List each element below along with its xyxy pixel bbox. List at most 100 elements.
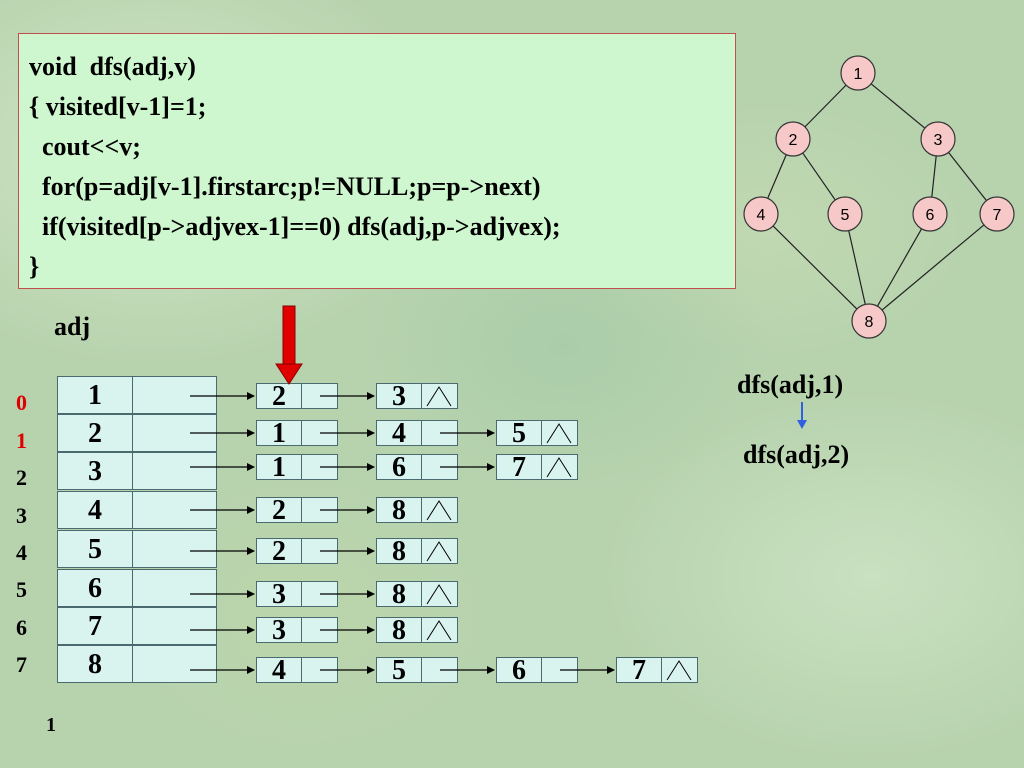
graph-node: 6 (912, 196, 948, 232)
node-next (421, 582, 459, 606)
graph-edge (870, 83, 926, 129)
node-adjvex: 8 (392, 495, 406, 526)
graph-node-circle (979, 196, 1015, 232)
vertex-row: 2 (57, 414, 217, 452)
vertex-cell: 8 (57, 645, 133, 683)
list-node: 6 (376, 452, 459, 483)
graph-node-label: 5 (841, 207, 850, 224)
node-adjvex: 3 (272, 615, 286, 646)
firstarc-cell (133, 376, 217, 414)
node-adjvex: 4 (392, 418, 406, 449)
node-next (421, 421, 459, 445)
firstarc-cell (133, 645, 217, 683)
call-dfs-1: dfs(adj,1) (737, 370, 844, 399)
graph-edge (848, 230, 866, 305)
node-next (421, 539, 459, 563)
red-pointer-arrow (275, 305, 303, 385)
graph-node: 5 (827, 196, 863, 232)
node-next (301, 384, 339, 408)
node-next (301, 582, 339, 606)
adj-label: adj (54, 312, 91, 341)
vertex-row: 3 (57, 452, 217, 490)
vertex-row: 5 (57, 530, 217, 568)
node-next (541, 658, 579, 682)
node-adjvex: 3 (272, 579, 286, 610)
index-label: 5 (16, 577, 27, 602)
node-next (301, 455, 339, 479)
node-next (541, 421, 579, 445)
graph-node: 8 (851, 303, 887, 339)
graph-edge (804, 84, 847, 128)
node-adjvex: 3 (392, 381, 406, 412)
graph-node-circle (827, 196, 863, 232)
graph-edge (802, 152, 836, 201)
code-line: } (29, 252, 40, 281)
list-node: 3 (256, 579, 339, 610)
call-arrowhead-icon (797, 420, 807, 429)
graph-node-circle (775, 121, 811, 157)
graph-node-circle (840, 55, 876, 91)
node-next (421, 384, 459, 408)
node-next (421, 498, 459, 522)
node-next (301, 498, 339, 522)
bottom-label: 1 (46, 714, 56, 736)
code-line: for(p=adj[v-1].firstarc;p!=NULL;p=p->nex… (29, 172, 541, 201)
graph-node-label: 2 (789, 132, 798, 149)
graph-node: 2 (775, 121, 811, 157)
vertex-row: 7 (57, 607, 217, 645)
index-label: 1 (16, 428, 27, 453)
firstarc-cell (133, 530, 217, 568)
vertex-row: 4 (57, 491, 217, 529)
firstarc-cell (133, 414, 217, 452)
node-adjvex: 6 (392, 452, 406, 483)
graph-edge (876, 228, 923, 307)
index-label: 6 (16, 615, 27, 640)
vertex-cell: 3 (57, 452, 133, 490)
graph-node-circle (851, 303, 887, 339)
code-line: if(visited[p->adjvex-1]==0) dfs(adj,p->a… (29, 212, 561, 241)
graph-node: 4 (743, 196, 779, 232)
code-line: void dfs(adj,v) (29, 52, 196, 81)
code-line: cout<<v; (29, 132, 141, 161)
index-label: 7 (16, 652, 27, 677)
vertex-cell: 1 (57, 376, 133, 414)
graph-node-label: 6 (926, 207, 935, 224)
node-next (421, 455, 459, 479)
list-node: 2 (256, 382, 339, 412)
node-adjvex: 2 (272, 536, 286, 567)
graph-edge (948, 151, 987, 202)
list-node: 1 (256, 452, 339, 483)
list-node: 3 (376, 381, 459, 412)
node-adjvex: 8 (392, 536, 406, 567)
firstarc-cell (133, 569, 217, 607)
node-adjvex: 1 (272, 418, 286, 449)
graph-node-circle (743, 196, 779, 232)
node-adjvex: 1 (272, 452, 286, 483)
index-label: 4 (16, 540, 27, 565)
list-node: 3 (256, 615, 338, 646)
node-next (421, 658, 459, 682)
graph-node-label: 1 (854, 66, 863, 83)
graph-node-label: 7 (993, 207, 1002, 224)
list-node: 2 (256, 536, 339, 567)
code-line: { visited[v-1]=1; (29, 92, 207, 121)
node-adjvex: 7 (512, 452, 526, 483)
list-node: 6 (496, 656, 579, 686)
call-dfs-2: dfs(adj,2) (743, 440, 850, 469)
list-node: 8 (376, 495, 459, 526)
node-next (661, 658, 699, 682)
node-adjvex: 5 (392, 655, 406, 686)
vertex-cell: 6 (57, 569, 133, 607)
index-label: 0 (16, 390, 27, 415)
list-node: 2 (256, 496, 339, 526)
list-node: 7 (496, 452, 578, 483)
list-node: 5 (496, 419, 579, 449)
node-next (301, 539, 339, 563)
node-adjvex: 8 (392, 579, 406, 610)
graph-edge (772, 225, 858, 310)
list-node: 8 (376, 579, 459, 610)
node-adjvex: 8 (392, 615, 406, 646)
graph-node-circle (920, 121, 956, 157)
node-next (301, 658, 339, 682)
graph-node-label: 3 (934, 132, 943, 149)
